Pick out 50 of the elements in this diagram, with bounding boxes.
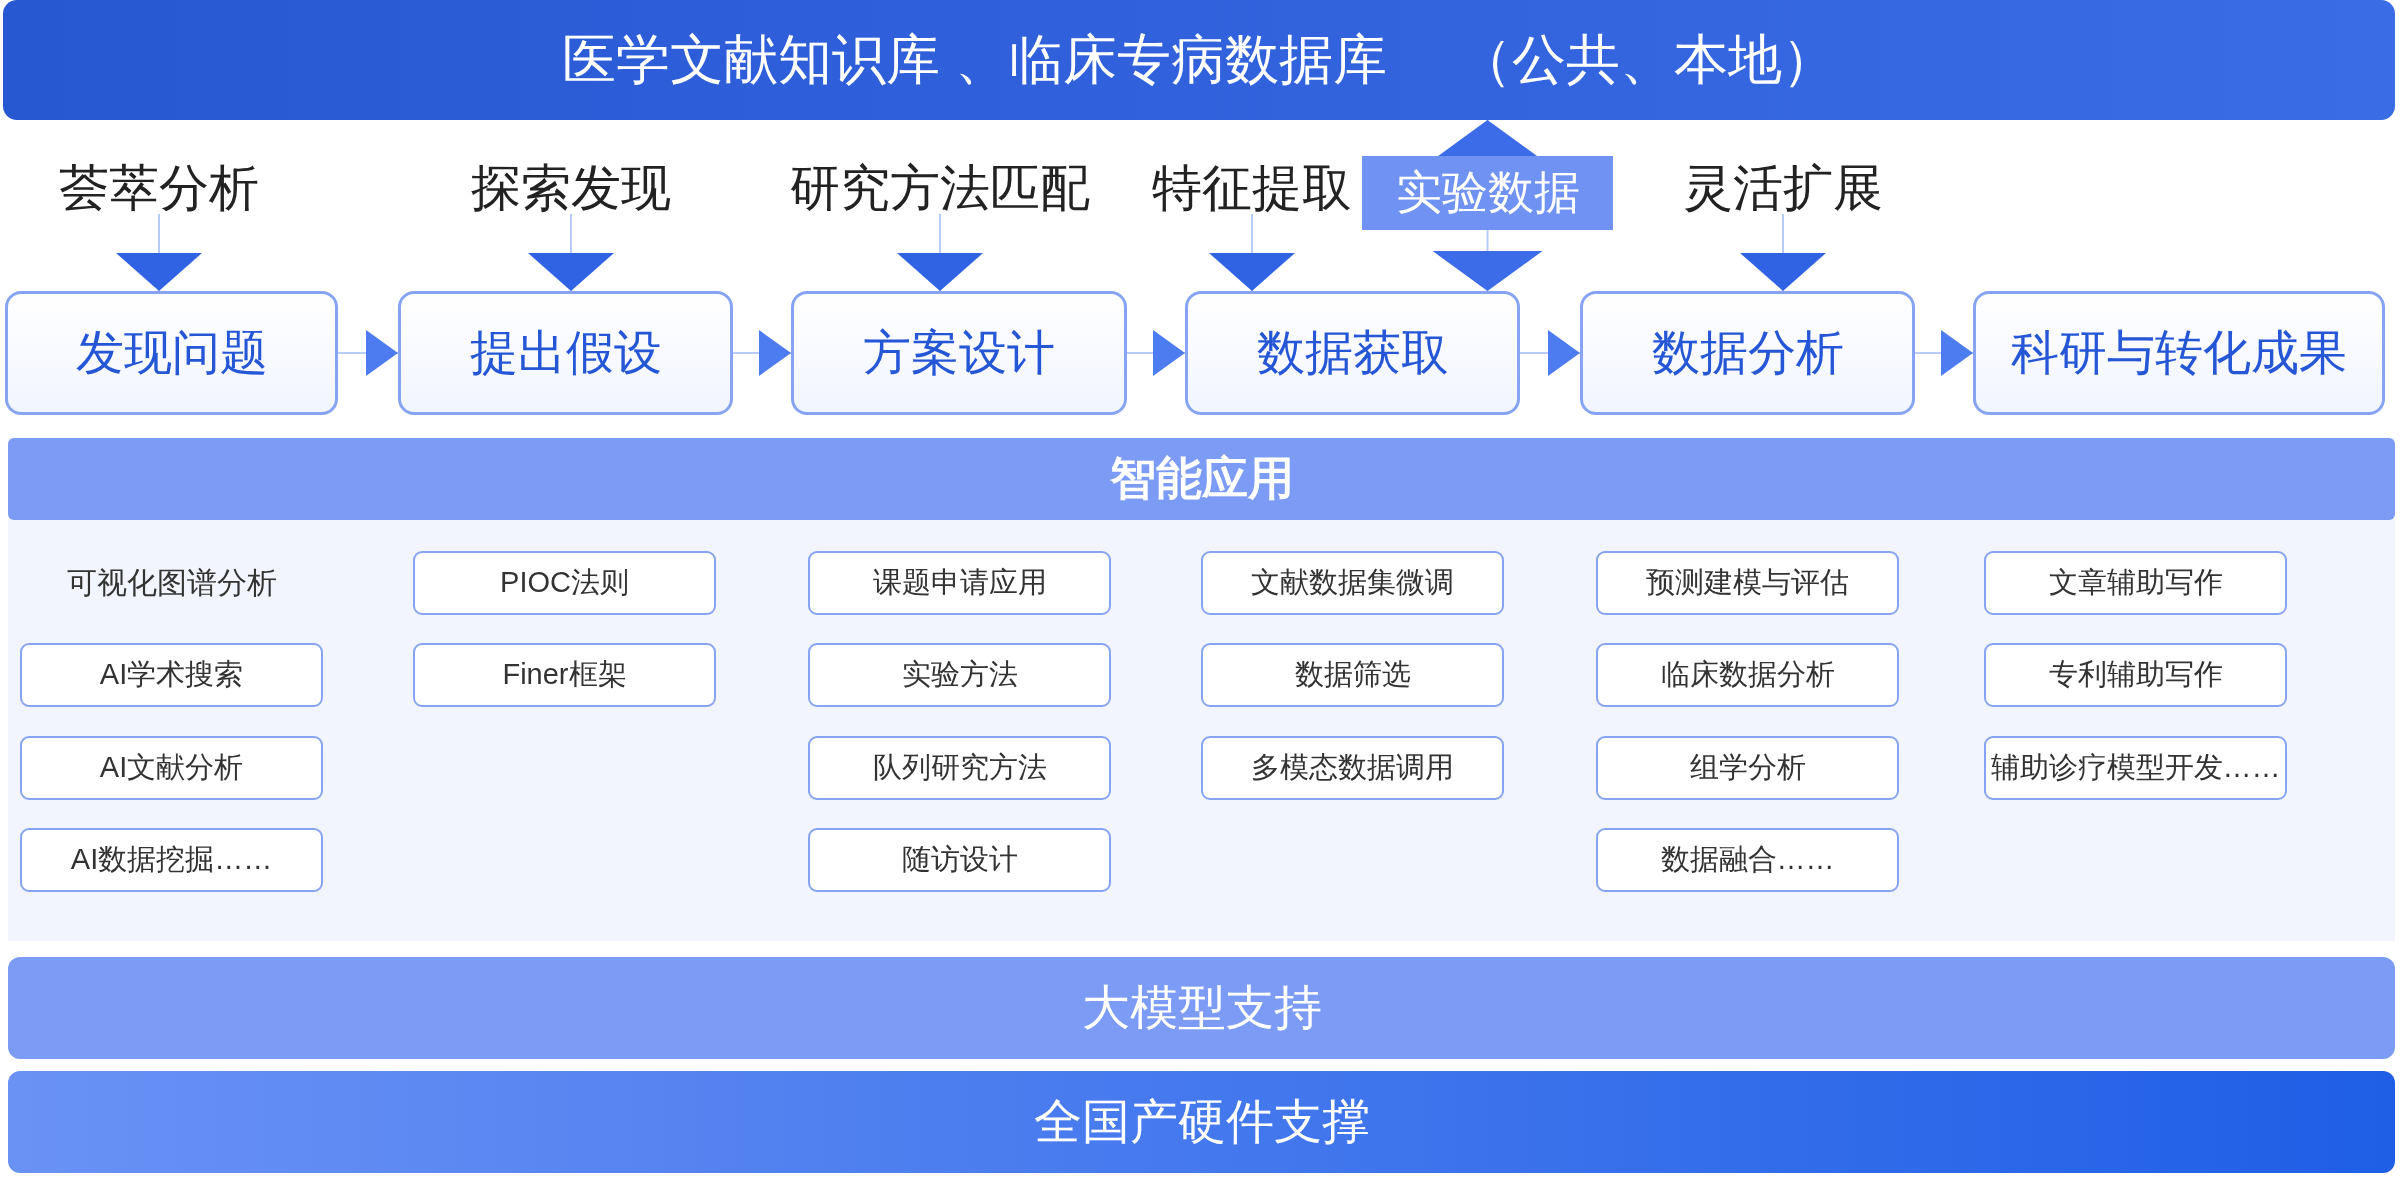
feature-box: 队列研究方法 xyxy=(808,736,1111,800)
stage-label: 荟萃分析 xyxy=(59,158,259,218)
feature-box: AI数据挖掘…… xyxy=(20,828,323,892)
arrow xyxy=(1209,213,1295,292)
process-box: 提出假设 xyxy=(398,291,733,415)
data-tag: 实验数据 xyxy=(1362,156,1613,230)
process-box: 方案设计 xyxy=(791,291,1127,415)
feature-box: 实验方法 xyxy=(808,643,1111,707)
arrow xyxy=(897,213,983,292)
feature-box: 预测建模与评估 xyxy=(1596,551,1899,615)
feature-box: 多模态数据调用 xyxy=(1201,736,1504,800)
feature-box: 专利辅助写作 xyxy=(1984,643,2287,707)
support-banner: 大模型支持 xyxy=(8,957,2395,1059)
feature-box: 辅助诊疗模型开发…… xyxy=(1984,736,2287,800)
application-panel xyxy=(8,438,2395,941)
stage-label: 研究方法匹配 xyxy=(790,158,1090,218)
feature-box: 课题申请应用 xyxy=(808,551,1111,615)
process-box: 数据分析 xyxy=(1580,291,1915,415)
process-box: 科研与转化成果 xyxy=(1973,291,2385,415)
support-banner: 全国产硬件支撑 xyxy=(8,1071,2395,1173)
arrow xyxy=(1432,229,1543,292)
feature-box: PIOC法则 xyxy=(413,551,716,615)
arrow xyxy=(337,330,399,376)
feature-box: 数据筛选 xyxy=(1201,643,1504,707)
arrow xyxy=(116,213,202,292)
feature-box: 文章辅助写作 xyxy=(1984,551,2287,615)
feature-box: 随访设计 xyxy=(808,828,1111,892)
stage-label: 探索发现 xyxy=(471,158,671,218)
feature-box: 文献数据集微调 xyxy=(1201,551,1504,615)
process-box: 数据获取 xyxy=(1185,291,1520,415)
arrow xyxy=(528,213,614,292)
feature-box: Finer框架 xyxy=(413,643,716,707)
arrow xyxy=(732,330,792,376)
stage-label: 灵活扩展 xyxy=(1683,158,1883,218)
feature-box: 组学分析 xyxy=(1596,736,1899,800)
banner-note: （公共、本地） xyxy=(1457,27,1836,91)
arrow xyxy=(1914,330,1974,376)
panel-header: 智能应用 xyxy=(8,438,2395,520)
feature-box: 数据融合…… xyxy=(1596,828,1899,892)
feature-label: 可视化图谱分析 xyxy=(65,564,278,601)
stage-label: 特征提取 xyxy=(1152,158,1352,218)
arrow xyxy=(1740,213,1826,292)
process-box: 发现问题 xyxy=(5,291,338,415)
feature-box: AI文献分析 xyxy=(20,736,323,800)
feature-box: 临床数据分析 xyxy=(1596,643,1899,707)
database-banner xyxy=(3,0,2395,120)
feature-box: AI学术搜索 xyxy=(20,643,323,707)
banner-title: 医学文献知识库 、临床专病数据库 xyxy=(562,27,1388,91)
arrow xyxy=(1519,330,1581,376)
arrow xyxy=(1126,330,1186,376)
